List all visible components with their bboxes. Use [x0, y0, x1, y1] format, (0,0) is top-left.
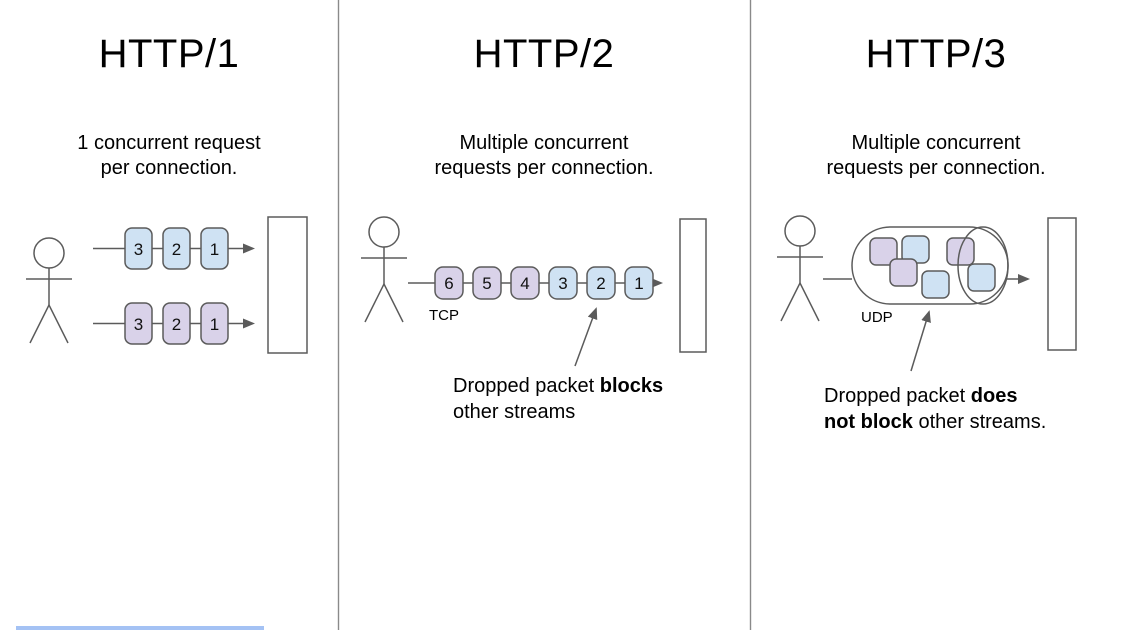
protocol-label-udp: UDP	[861, 309, 893, 326]
dropped-packet-pointer-http2	[574, 307, 598, 367]
packet	[434, 266, 464, 300]
server-box-http2	[679, 218, 707, 353]
dropped-packet-pointer-http3	[910, 310, 931, 372]
caption-text: other streams	[453, 401, 576, 423]
server-box-http3	[1047, 217, 1077, 351]
client-stick-figure-http1	[25, 237, 73, 344]
packet-number: 4	[520, 274, 529, 293]
http3-udp-tunnel	[851, 226, 1009, 305]
tunnel-end-ellipse	[957, 226, 1009, 305]
packet	[946, 237, 975, 266]
caption-bold-text: does	[970, 385, 1018, 407]
title-http3: HTTP/3	[865, 32, 1007, 76]
packet	[200, 227, 229, 270]
caption-line: Dropped packet blocks	[453, 373, 663, 399]
packet	[200, 302, 229, 345]
packet	[124, 227, 153, 270]
title-http1: HTTP/1	[98, 32, 240, 76]
packet-number: 2	[172, 240, 181, 259]
title-http2: HTTP/2	[473, 32, 615, 76]
caption-text: Dropped packet	[453, 375, 600, 397]
subtitle-line: Multiple concurrent	[851, 132, 1021, 154]
packet-number: 3	[134, 240, 143, 259]
client-stick-figure-http3	[776, 215, 824, 322]
packet-number: 2	[596, 274, 605, 293]
packet	[548, 266, 578, 300]
bottom-edge-strip	[16, 626, 264, 630]
protocol-label-tcp: TCP	[429, 307, 459, 324]
caption-line: not block other streams.	[824, 409, 1046, 435]
packet-number: 3	[558, 274, 567, 293]
caption-line: Dropped packet does	[824, 383, 1046, 409]
caption-text: Dropped packet	[824, 385, 971, 407]
packet	[869, 237, 898, 266]
packet-number: 1	[210, 315, 219, 334]
subtitle-line: requests per connection.	[826, 157, 1046, 179]
subtitle-line: per connection.	[100, 157, 238, 179]
subtitle-line: Multiple concurrent	[459, 132, 629, 154]
caption-http3: Dropped packet does not block other stre…	[824, 383, 1046, 435]
subtitle-http3: Multiple concurrent requests per connect…	[750, 131, 1122, 181]
subtitle-line: 1 concurrent request	[77, 132, 261, 154]
packet	[586, 266, 616, 300]
packet	[124, 302, 153, 345]
caption-http2: Dropped packet blocks other streams	[453, 373, 663, 425]
packet	[510, 266, 540, 300]
packet-number: 3	[134, 315, 143, 334]
packet-number: 1	[634, 274, 643, 293]
packet-number: 5	[482, 274, 491, 293]
http1-stream-1: 3 2 1	[93, 227, 255, 270]
subtitle-http1: 1 concurrent request per connection.	[0, 131, 338, 181]
packet-number: 6	[444, 274, 453, 293]
caption-bold-text: blocks	[599, 375, 664, 397]
http2-tcp-stream: 6 5 4 3 2 1	[408, 266, 663, 300]
caption-text: other streams.	[912, 411, 1047, 433]
packet	[967, 263, 996, 292]
packet	[624, 266, 654, 300]
packet	[162, 227, 191, 270]
packet-number: 1	[210, 240, 219, 259]
packet	[162, 302, 191, 345]
packet	[889, 258, 918, 287]
caption-bold-text: not block	[824, 411, 913, 433]
caption-line: other streams	[453, 399, 663, 425]
server-box-http1	[267, 216, 308, 354]
subtitle-line: requests per connection.	[434, 157, 654, 179]
packet	[472, 266, 502, 300]
subtitle-http2: Multiple concurrent requests per connect…	[338, 131, 750, 181]
http1-stream-2: 3 2 1	[93, 302, 255, 345]
packet-number: 2	[172, 315, 181, 334]
packet	[921, 270, 950, 299]
client-stick-figure-http2	[360, 216, 408, 323]
